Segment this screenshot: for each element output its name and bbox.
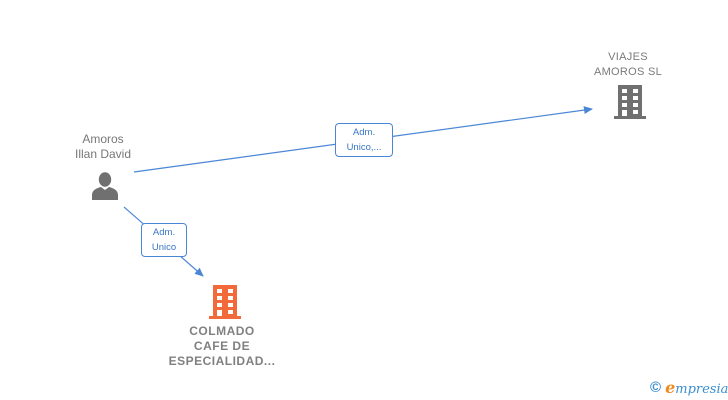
edge-role-line2: Unico [151,242,177,253]
viajes-name-line2: AMOROS SL [593,66,663,78]
person-name-line2: Illan David [74,147,132,161]
empresia-brand[interactable]: © empresia [650,378,728,397]
colmado-name-line2: CAFE DE [193,339,251,353]
edge-role-line2: Unico,... [346,142,382,153]
colmado-node-label[interactable]: COLMADO CAFE DE ESPECIALIDAD... [152,324,292,369]
building-icon[interactable] [208,284,242,325]
brand-logo: empresia [665,378,728,397]
building-icon[interactable] [613,84,647,125]
person-name-line1: Amoros [82,132,124,146]
edge-role-line1: Adm. [152,227,176,238]
edge-label-person-colmado[interactable]: Adm. Unico [141,223,187,257]
person-node-label[interactable]: Amoros Illan David [52,132,154,162]
edge-role-line1: Adm. [352,127,376,138]
person-icon[interactable] [90,170,120,205]
viajes-name-line1: VIAJES [608,51,648,63]
edge-label-person-viajes[interactable]: Adm. Unico,... [335,123,393,157]
copyright-icon: © [650,379,662,396]
colmado-name-line1: COLMADO [189,324,255,338]
viajes-node-label[interactable]: VIAJES AMOROS SL [578,50,678,80]
colmado-name-line3: ESPECIALIDAD... [168,354,276,368]
